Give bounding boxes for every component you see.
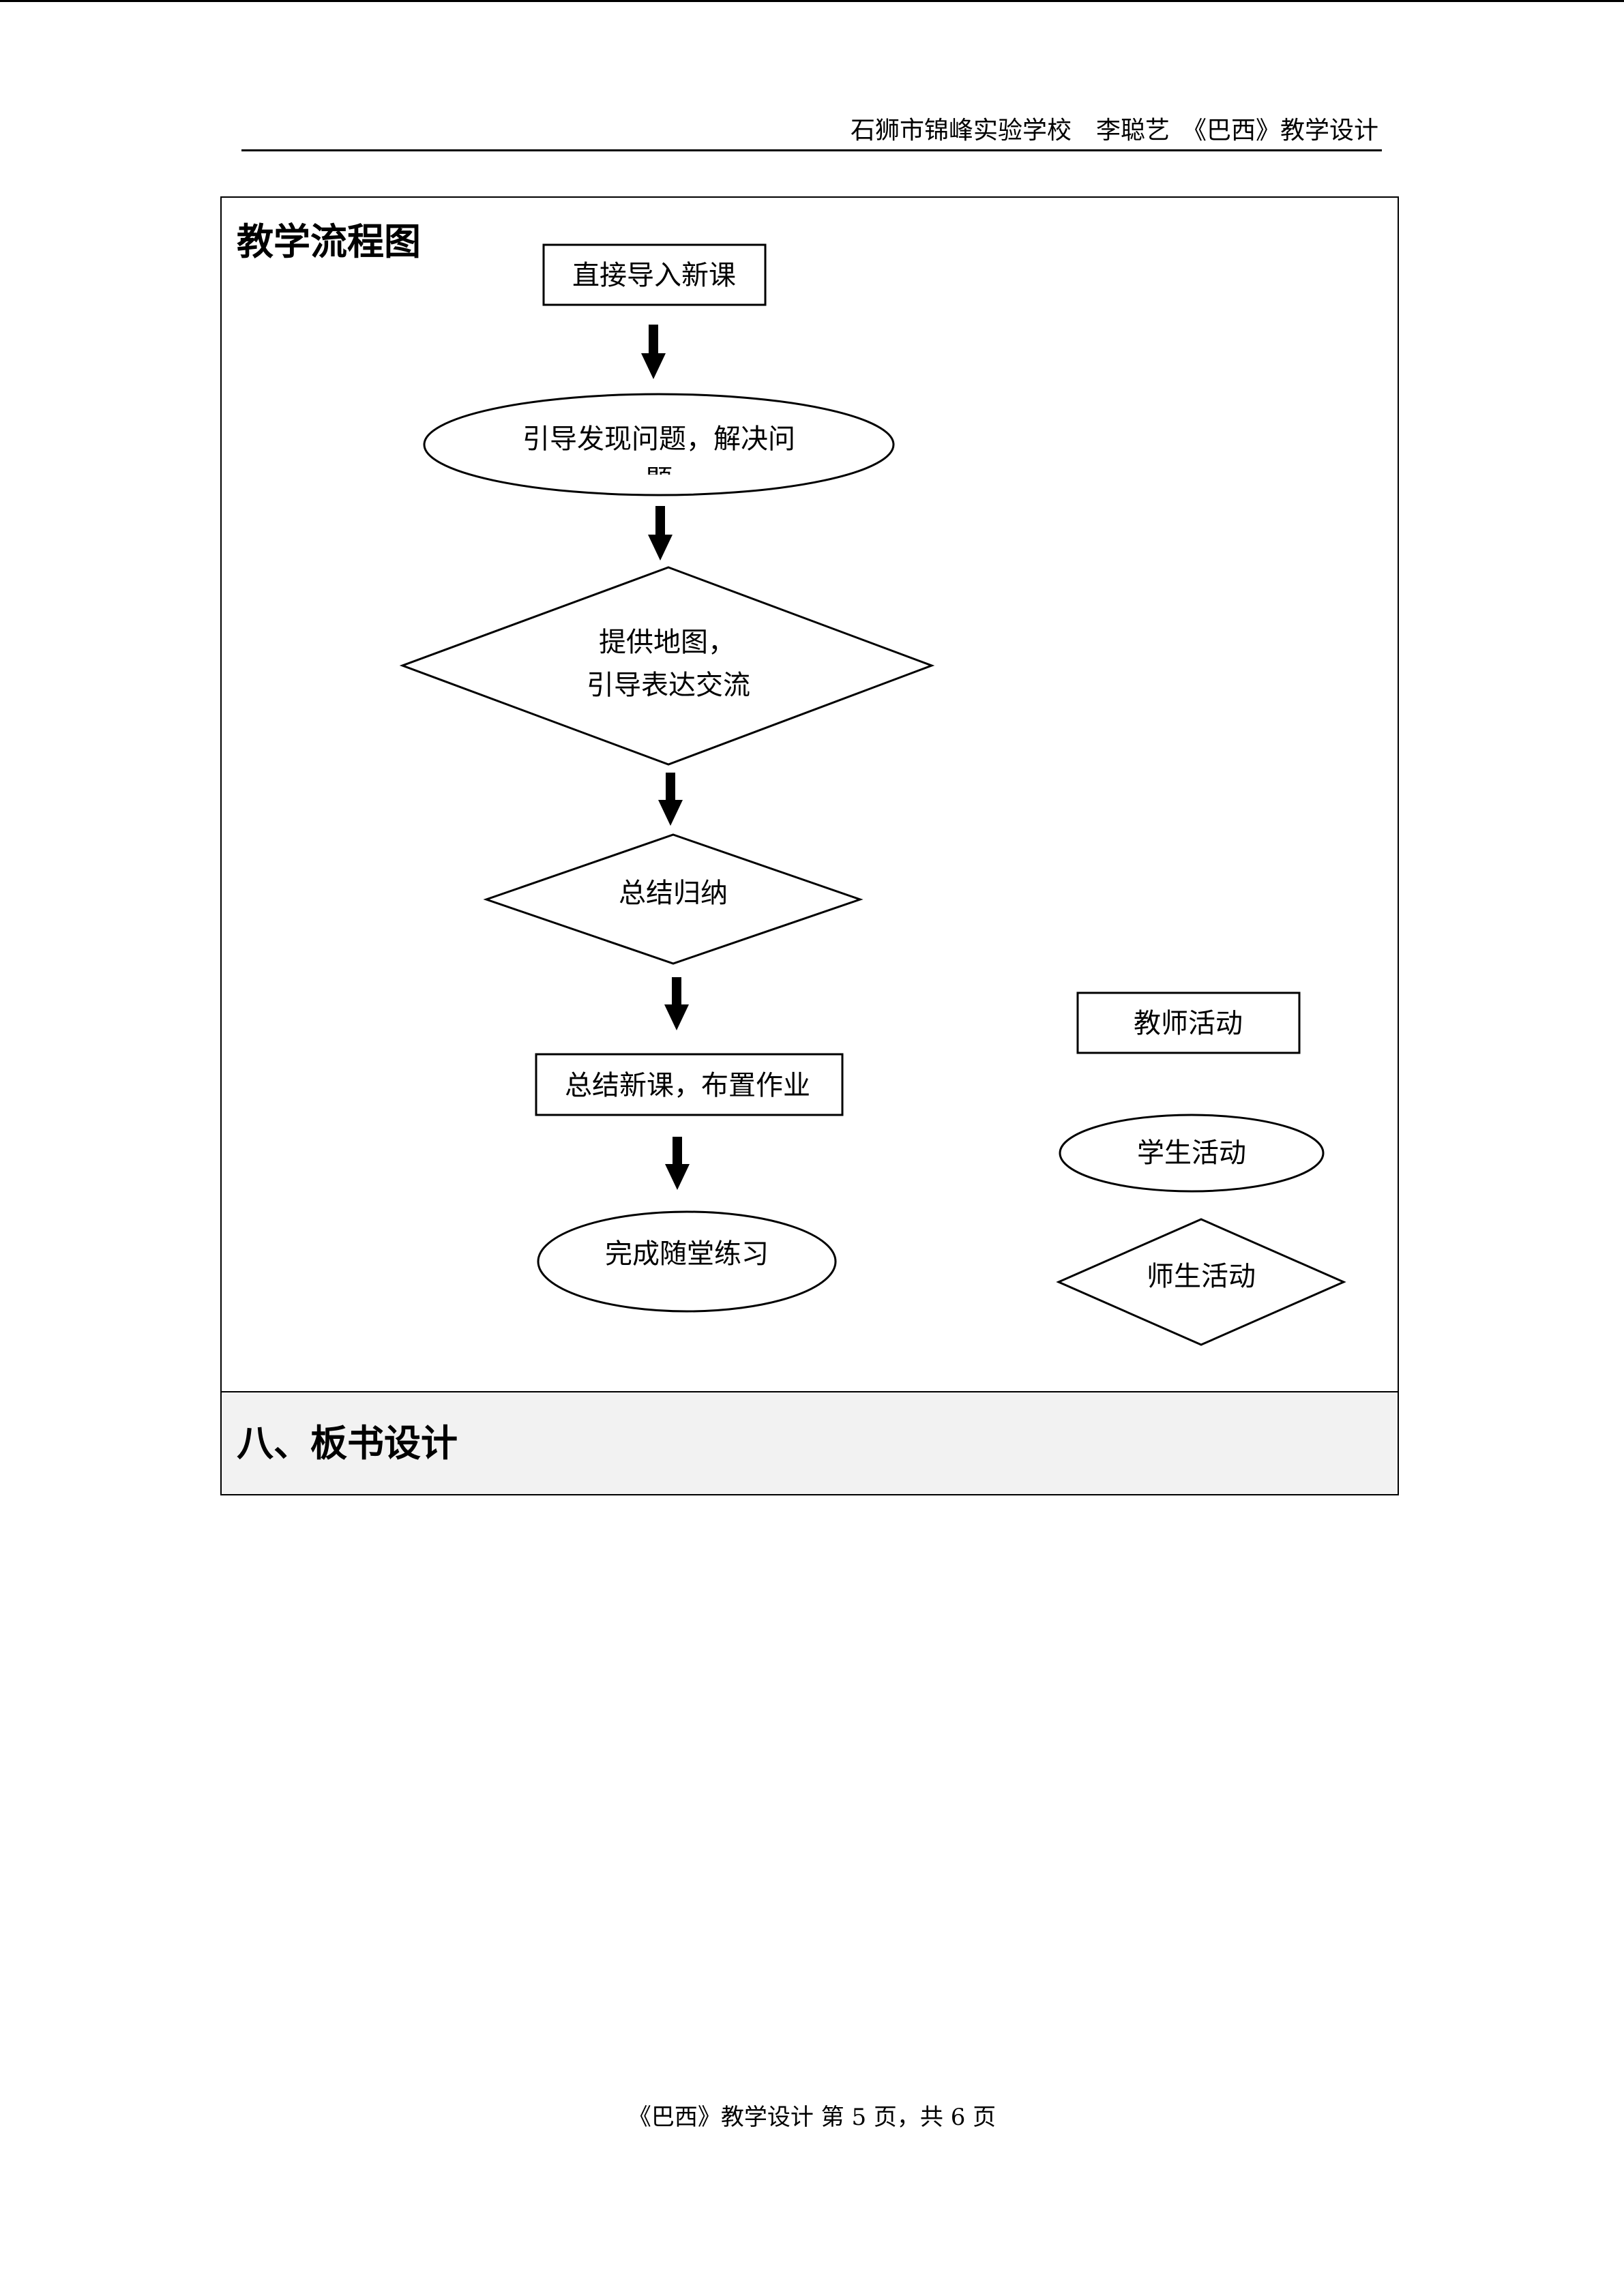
legend-teacher-activity: 教师活动 bbox=[1076, 992, 1301, 1054]
flow-step-practice: 完成随堂练习 bbox=[537, 1210, 837, 1313]
flow-arrow-1 bbox=[641, 325, 666, 379]
page-footer: 《巴西》教学设计 第 5 页，共 6 页 bbox=[628, 2104, 996, 2131]
flow-step-map-exchange: 提供地图， 引导表达交流 bbox=[399, 566, 935, 766]
legend-student-activity: 学生活动 bbox=[1059, 1114, 1325, 1193]
legend-teacher-activity-label: 教师活动 bbox=[1134, 1008, 1243, 1039]
board-design-title: 八、板书设计 bbox=[237, 1422, 458, 1465]
flow-step-summarize-label: 总结归纳 bbox=[619, 878, 728, 909]
flow-step-practice-label: 完成随堂练习 bbox=[605, 1238, 769, 1270]
flow-arrow-4 bbox=[664, 977, 689, 1030]
flow-step-direct-intro-label: 直接导入新课 bbox=[572, 260, 736, 291]
flow-arrow-3 bbox=[658, 773, 683, 826]
board-design-row: 八、板书设计 bbox=[222, 1391, 1398, 1494]
flow-step-summary-homework-label: 总结新课，布置作业 bbox=[565, 1070, 810, 1101]
legend-teacher-student-activity: 师生活动 bbox=[1056, 1218, 1346, 1346]
header-rule bbox=[241, 149, 1382, 151]
legend-student-activity-label: 学生活动 bbox=[1137, 1137, 1246, 1169]
flow-step-discover-problem-label-2-clip: 题 bbox=[645, 464, 673, 496]
flow-step-discover-problem-label-1: 引导发现问题，解决问 bbox=[522, 423, 795, 455]
flow-step-map-exchange-label-1: 提供地图， bbox=[599, 627, 735, 658]
flow-step-discover-problem: 引导发现问题，解决问 题 bbox=[423, 393, 895, 496]
flow-step-discover-problem-label-2: 题 bbox=[645, 464, 673, 496]
flowchart-section-title: 教学流程图 bbox=[237, 220, 421, 263]
flow-step-direct-intro: 直接导入新课 bbox=[542, 243, 767, 306]
page-header: 石狮市锦峰实验学校 李聪艺 《巴西》教学设计 bbox=[850, 117, 1378, 145]
flow-step-summarize: 总结归纳 bbox=[483, 833, 863, 965]
flow-arrow-5 bbox=[665, 1137, 690, 1190]
flow-step-summary-homework: 总结新课，布置作业 bbox=[535, 1053, 844, 1116]
flow-step-map-exchange-label-2: 引导表达交流 bbox=[587, 670, 750, 701]
lesson-table: 教学流程图 八、板书设计 bbox=[220, 196, 1399, 1495]
legend-teacher-student-activity-label: 师生活动 bbox=[1147, 1261, 1256, 1292]
page-top-border bbox=[0, 0, 1624, 2]
flow-arrow-2 bbox=[648, 506, 673, 561]
